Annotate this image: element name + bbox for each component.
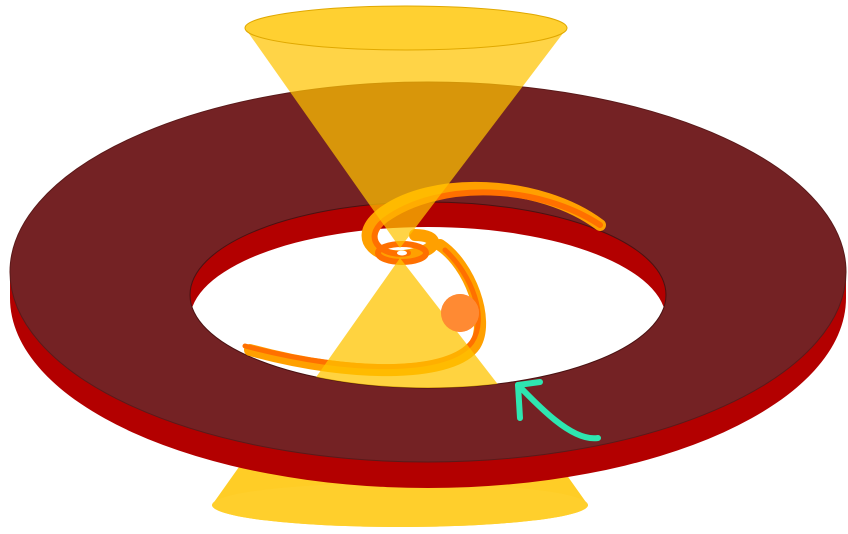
orbiting-particle-front <box>441 294 479 332</box>
upper-cone-rim <box>245 6 567 50</box>
lower-cone-rim <box>212 483 588 527</box>
central-object <box>397 251 407 256</box>
